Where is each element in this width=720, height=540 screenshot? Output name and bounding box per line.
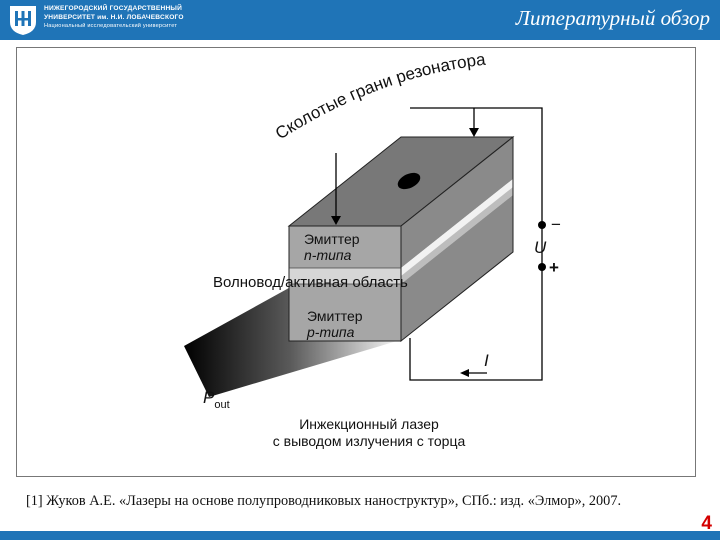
power-label: Pout	[203, 388, 230, 411]
emitter-n-type-label: n-типа	[304, 247, 352, 263]
university-line-2: УНИВЕРСИТЕТ им. Н.И. ЛОБАЧЕВСКОГО	[44, 13, 184, 21]
side-n-emitter	[401, 137, 513, 268]
caption-line-1: Инжекционный лазер	[299, 416, 439, 432]
current-arrow-icon	[460, 369, 469, 377]
citation: [1] Жуков А.Е. «Лазеры на основе полупро…	[26, 493, 622, 509]
side-active-top	[401, 179, 513, 276]
front-active-region	[289, 268, 401, 284]
voltage-label: U	[534, 238, 547, 257]
side-active-bottom	[401, 187, 513, 284]
waveguide-label: Волновод/активная область	[213, 274, 408, 291]
emitter-n-label: Эмиттер	[304, 231, 360, 247]
circuit-wire	[409, 107, 543, 381]
diagram-frame: Сколотые грани резонатора Эмиттер n-типа…	[16, 47, 696, 477]
current-label: I	[484, 351, 489, 370]
page-number: 4	[701, 513, 712, 534]
arrow-down-icon	[331, 216, 341, 225]
plus-sign: +	[549, 258, 559, 277]
footer-bar	[0, 531, 720, 540]
university-logo-icon	[10, 6, 36, 35]
arrow-down-icon	[469, 128, 479, 137]
side-p-emitter	[401, 195, 513, 341]
header-bar: НИЖЕГОРОДСКИЙ ГОСУДАРСТВЕННЫЙ УНИВЕРСИТЕ…	[0, 0, 720, 40]
terminal-plus	[538, 263, 546, 271]
university-line-3: Национальный исследовательский университ…	[44, 23, 178, 30]
front-outline	[288, 225, 402, 342]
university-name: НИЖЕГОРОДСКИЙ ГОСУДАРСТВЕННЫЙ УНИВЕРСИТЕ…	[44, 5, 184, 31]
front-n-emitter	[289, 226, 401, 268]
terminal-minus	[538, 221, 546, 229]
front-p-emitter	[289, 284, 401, 341]
emitter-p-type-label: p-типа	[306, 324, 355, 340]
laser-diagram: Сколотые грани резонатора Эмиттер n-типа…	[184, 50, 561, 449]
top-contact	[397, 172, 421, 190]
caption-line-2: с выводом излучения с торца	[273, 433, 466, 449]
emitter-p-label: Эмиттер	[307, 308, 363, 324]
facets-label: Сколотые грани резонатора	[272, 50, 487, 144]
slide-title: Литературный обзор	[515, 6, 710, 30]
minus-sign: −	[551, 215, 561, 234]
university-line-1: НИЖЕГОРОДСКИЙ ГОСУДАРСТВЕННЫЙ	[44, 5, 183, 12]
power-subscript: out	[214, 399, 229, 411]
